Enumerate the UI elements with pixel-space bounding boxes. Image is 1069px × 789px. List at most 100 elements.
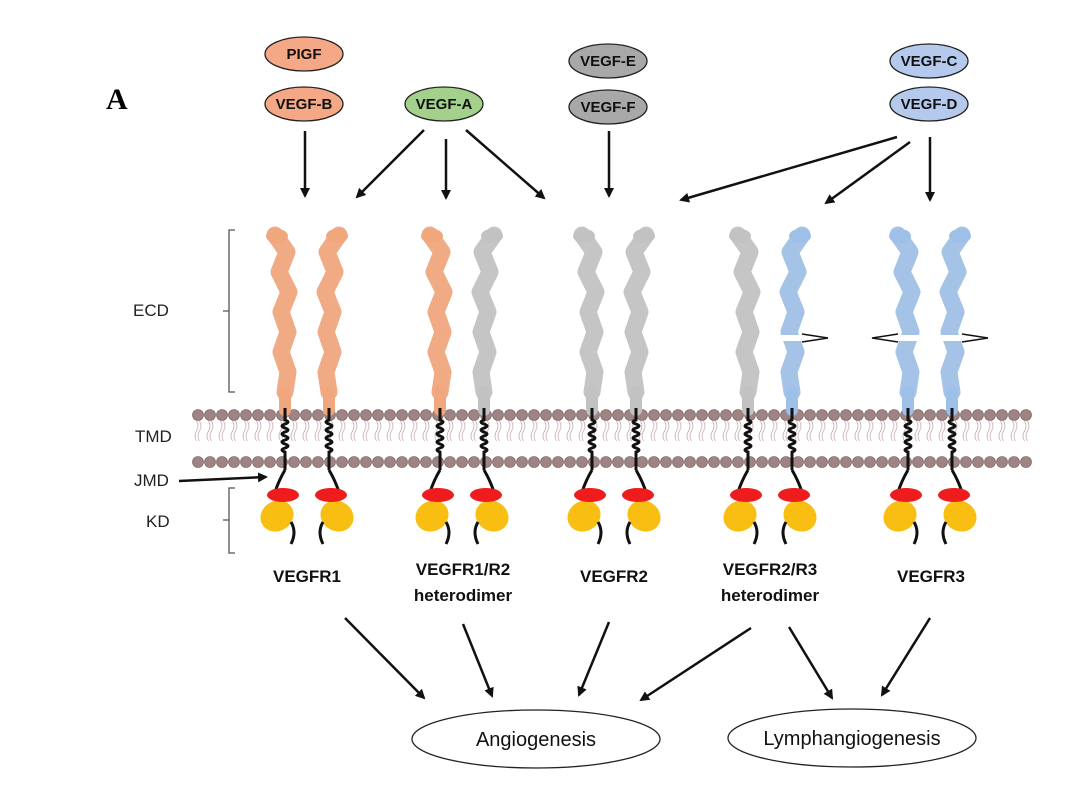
lipid-head bbox=[708, 409, 720, 421]
cleavage-mark bbox=[871, 333, 899, 343]
kinase-n-lobe bbox=[574, 488, 606, 502]
outcome-lymphangiogenesis: Lymphangiogenesis bbox=[727, 708, 977, 768]
kinase-domain bbox=[567, 500, 601, 532]
ligand-vegf-b-label: VEGF-B bbox=[276, 96, 333, 113]
kinase-domain bbox=[627, 500, 661, 532]
receptor-monomer-left bbox=[567, 226, 606, 545]
lipid-head bbox=[228, 409, 240, 421]
lipid-head bbox=[576, 456, 588, 468]
kinase-n-lobe bbox=[622, 488, 654, 502]
ligand-vegf-a: VEGF-A bbox=[404, 86, 484, 122]
receptor-monomer-left bbox=[415, 226, 454, 545]
kinase-domain bbox=[883, 500, 917, 532]
lipid-head bbox=[240, 409, 252, 421]
ligand-pigf-oval bbox=[264, 36, 344, 72]
lipid-head bbox=[444, 456, 456, 468]
lipid-head bbox=[516, 409, 528, 421]
lipid-head bbox=[252, 409, 264, 421]
lipid-head bbox=[660, 409, 672, 421]
lipid-head bbox=[420, 409, 432, 421]
lipid-head bbox=[300, 409, 312, 421]
receptor-label-vegfr2-r3-heterodimer: heterodimer bbox=[721, 586, 820, 605]
kinase-n-lobe bbox=[890, 488, 922, 502]
lipid-head bbox=[888, 456, 900, 468]
lipid-head bbox=[312, 456, 324, 468]
kinase-n-lobe bbox=[470, 488, 502, 502]
ig-domain-cap bbox=[266, 229, 288, 243]
receptor-monomer-left bbox=[260, 226, 299, 545]
lipid-head bbox=[936, 456, 948, 468]
lipid-tail bbox=[194, 420, 202, 442]
lipid-tail bbox=[914, 420, 922, 442]
lipid-head bbox=[960, 456, 972, 468]
lipid-head bbox=[396, 409, 408, 421]
transmembrane-domain bbox=[280, 408, 290, 470]
lipid-head bbox=[468, 409, 480, 421]
lipid-head bbox=[624, 456, 636, 468]
lipid-head bbox=[648, 456, 660, 468]
extracellular-domain bbox=[573, 226, 605, 401]
lipid-head bbox=[300, 456, 312, 468]
ecd-label: ECD bbox=[133, 301, 169, 320]
lipid-head bbox=[888, 409, 900, 421]
ig-domain-cap bbox=[729, 229, 751, 243]
cleavage-mark bbox=[961, 333, 989, 343]
lipid-head bbox=[372, 409, 384, 421]
c-terminal-tail bbox=[473, 521, 480, 545]
ligand-vegf-e-label: VEGF-E bbox=[580, 53, 636, 70]
lipid-tail bbox=[842, 420, 850, 442]
extracellular-domain bbox=[471, 226, 503, 401]
receptor-label-vegfr3: VEGFR3 bbox=[897, 567, 965, 586]
lipid-head bbox=[492, 456, 504, 468]
extracellular-domain bbox=[779, 226, 811, 401]
lipid-head bbox=[720, 456, 732, 468]
lipid-tail bbox=[830, 420, 838, 442]
lipid-head bbox=[396, 456, 408, 468]
kinase-n-lobe bbox=[422, 488, 454, 502]
kinase-n-lobe bbox=[778, 488, 810, 502]
ig-domain-cap bbox=[573, 229, 595, 243]
kinase-domain bbox=[260, 500, 294, 532]
ligand-pigf: PIGF bbox=[264, 36, 344, 72]
kinase-domain bbox=[723, 500, 757, 532]
lipid-head bbox=[552, 456, 564, 468]
lipid-tail bbox=[446, 420, 454, 442]
lipid-tail bbox=[518, 420, 526, 442]
lipid-head bbox=[360, 409, 372, 421]
transmembrane-domain bbox=[903, 408, 913, 470]
lipid-tail bbox=[710, 420, 718, 442]
ligand-vegf-a-label: VEGF-A bbox=[416, 96, 473, 113]
lipid-head bbox=[948, 456, 960, 468]
kd-label: KD bbox=[146, 512, 170, 531]
lipid-head bbox=[216, 456, 228, 468]
lipid-tail bbox=[314, 420, 322, 442]
lipid-tail bbox=[578, 420, 586, 442]
lipid-head bbox=[1008, 456, 1020, 468]
lipid-head bbox=[504, 456, 516, 468]
lipid-tail bbox=[374, 420, 382, 442]
lipid-tail bbox=[662, 420, 670, 442]
c-terminal-tail bbox=[781, 521, 788, 545]
lipid-tail bbox=[758, 420, 766, 442]
lipid-head bbox=[336, 456, 348, 468]
lipid-head bbox=[792, 456, 804, 468]
kinase-domain bbox=[475, 500, 509, 532]
lipid-head bbox=[348, 456, 360, 468]
lipid-tail bbox=[734, 420, 742, 442]
lipid-head bbox=[528, 456, 540, 468]
lipid-head bbox=[708, 456, 720, 468]
lipid-tail bbox=[890, 420, 898, 442]
lipid-tail bbox=[806, 420, 814, 442]
lipid-tail bbox=[614, 420, 622, 442]
lipid-head bbox=[468, 456, 480, 468]
transmembrane-domain bbox=[631, 408, 641, 470]
lipid-head bbox=[408, 456, 420, 468]
lipid-head bbox=[696, 456, 708, 468]
lipid-head bbox=[228, 456, 240, 468]
receptor-monomer-right bbox=[315, 226, 354, 545]
lipid-head bbox=[960, 409, 972, 421]
lipid-head bbox=[252, 456, 264, 468]
lipid-head bbox=[564, 409, 576, 421]
receptor-monomer-left bbox=[723, 226, 762, 545]
